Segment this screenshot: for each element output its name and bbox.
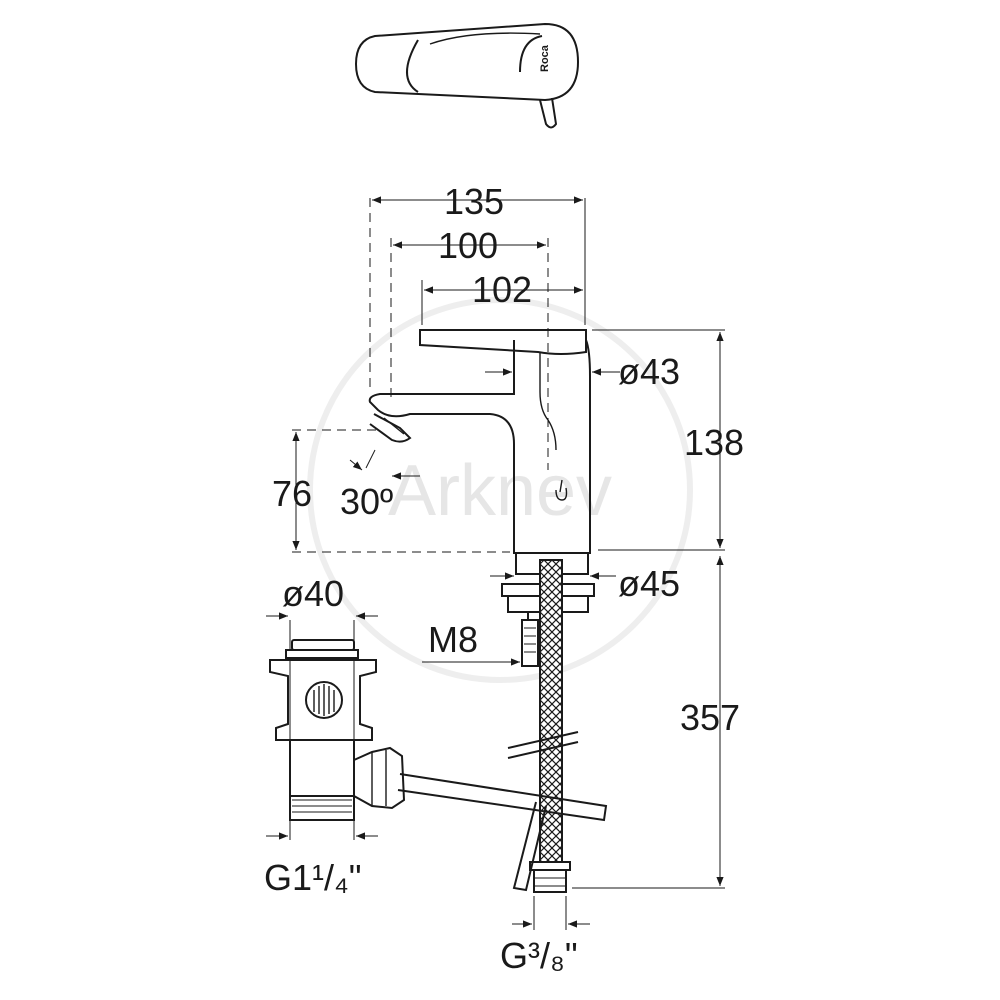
top-view: Roca bbox=[354, 22, 580, 129]
dim-overall-width: 135 bbox=[444, 181, 504, 222]
dim-spout-angle: 30º bbox=[340, 481, 393, 522]
dim-waste-thread: G1¹/₄" bbox=[264, 857, 362, 898]
brand-logo: Roca bbox=[539, 44, 551, 72]
dim-total-height: 138 bbox=[684, 422, 744, 463]
dim-spout-reach: 100 bbox=[438, 225, 498, 266]
dim-waste-diameter: ø40 bbox=[282, 573, 344, 614]
dim-stud-thread: M8 bbox=[428, 619, 478, 660]
svg-text:Arknev: Arknev bbox=[388, 451, 612, 531]
dimension-lines bbox=[266, 196, 725, 930]
faucet-side-view bbox=[292, 198, 725, 893]
dim-hose-thread: G³/₈" bbox=[500, 935, 578, 976]
dim-body-diameter: ø43 bbox=[618, 351, 680, 392]
dim-hose-length: 357 bbox=[680, 697, 740, 738]
pop-up-waste bbox=[269, 620, 608, 840]
dim-handle-length: 102 bbox=[472, 269, 532, 310]
watermark: Arknev bbox=[307, 297, 693, 683]
dim-base-diameter: ø45 bbox=[618, 563, 680, 604]
dim-spout-height: 76 bbox=[272, 473, 312, 514]
